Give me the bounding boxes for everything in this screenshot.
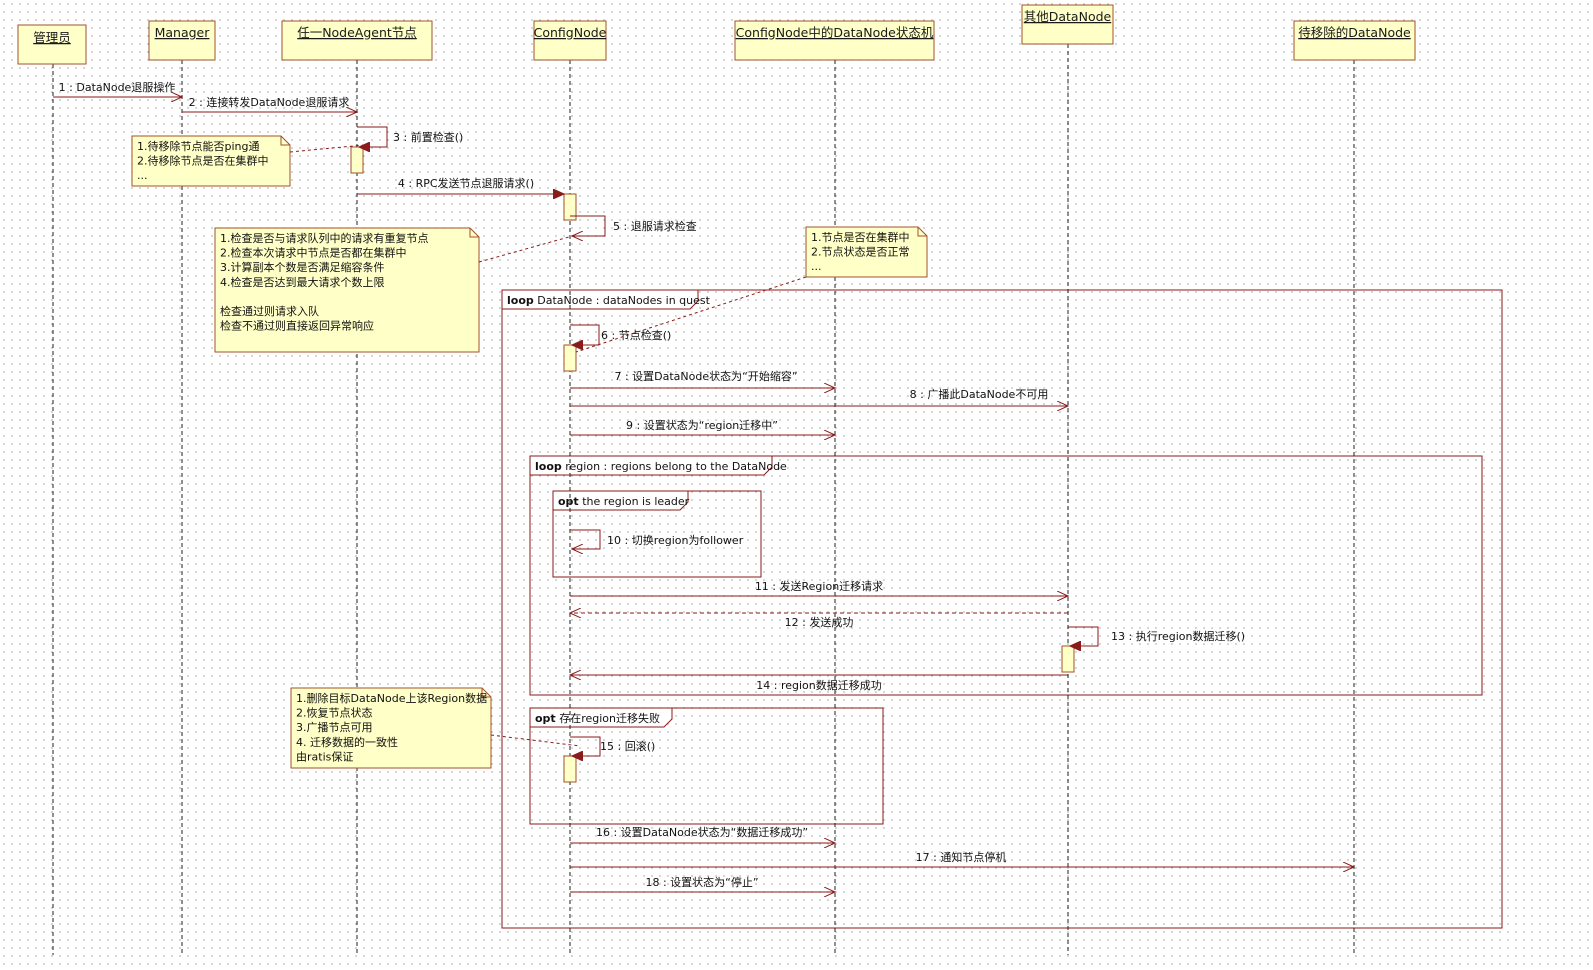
note-0-line-1: 2.待移除节点是否在集群中 [137,154,269,168]
message-6-arrow [570,324,600,345]
lifelines: 管理员 Manager 任一NodeAgent节点 ConfigNode ConfigN… [17,4,1416,955]
fragment-3-guard: 存在region迁移失败 [556,711,660,725]
fragment-3-label: opt 存在region迁移失败 [535,711,660,725]
note-3-line-0: 1.删除目标DataNode上该Region数据 [296,691,487,705]
note-3-fold [481,688,491,698]
lifeline-targetdn-label: 待移除的DataNode [1298,25,1411,40]
note-3-line-2: 3.广播节点可用 [296,720,373,734]
activation-bar-2 [563,344,577,372]
note-1-line-1: 2.检查本次请求中节点是否都在集群中 [220,246,407,260]
note-3-connector [490,734,581,747]
message-5-arrow [570,215,606,236]
message-17-label: 17 : 通知节点停机 [916,850,1007,864]
note-3-line-4: 由ratis保证 [296,749,353,763]
fragment-2-guard: the region is leader [579,495,690,508]
message-6-label: 6 : 节点检查() [601,328,671,342]
message-8-label: 8 : 广播此DataNode不可用 [910,387,1049,401]
message-13-arrow [1068,626,1099,646]
lifeline-otherdn-label: 其他DataNode [1024,9,1112,24]
lifeline-targetdn-box [1293,20,1416,61]
message-5-label: 5 : 退服请求检查 [613,219,697,233]
fragment-3-frame [529,707,884,825]
note-0-body [131,135,291,187]
fragment-1-frame [529,455,1483,696]
lifeline-manager-box [148,20,216,61]
fragment-2-tab [552,490,689,511]
message-18-label: 18 : 设置状态为“停止” [645,875,758,889]
note-1-connector [478,234,577,263]
fragment-2-label: opt the region is leader [558,495,690,508]
fragment-3-keyword: opt [535,712,556,725]
message-13-label: 13 : 执行region数据迁移() [1111,629,1245,643]
note-1-line-6: 检查不通过则直接返回异常响应 [220,319,374,333]
lifeline-admin-box [17,24,87,65]
message-12-label: 12 : 发送成功 [785,615,854,629]
lifeline-admin-label: 管理员 [33,30,71,45]
note-3-line-3: 4. 迁移数据的一致性 [296,735,398,749]
activation-bar-3 [1061,645,1075,673]
note-1-line-2: 3.计算副本个数是否满足缩容条件 [220,260,385,274]
message-7-label: 7 : 设置DataNode状态为“开始缩容” [614,369,797,383]
lifeline-confignode-label: ConfigNode [534,25,607,40]
fragment-3-tab [529,707,673,728]
fragment-0-frame [501,289,1503,929]
note-1-fold [469,228,479,238]
note-2-line-1: 2.节点状态是否正常 [811,245,910,259]
lifeline-manager-label: Manager [155,25,211,40]
note-1-line-3: 4.检查是否达到最大请求个数上限 [220,275,385,289]
message-9-label: 9 : 设置状态为“region迁移中” [626,418,778,432]
note-2-line-2: ... [811,260,822,273]
note-3-line-1: 2.恢复节点状态 [296,706,373,720]
lifeline-confignode-box [533,20,607,61]
lifeline-statemachine-label: ConfigNode中的DataNode状态机 [736,25,934,40]
message-10-arrow [570,529,601,549]
activation-bar-4 [563,755,577,783]
message-2-label: 2 : 连接转发DataNode退服请求 [189,95,350,109]
activation-bar-1 [563,193,577,221]
message-3-label: 3 : 前置检查() [393,130,463,144]
note-2-body [805,226,928,278]
fragment-0-keyword: loop [507,294,534,307]
message-15-arrow [570,736,601,756]
note-1-line-5: 检查通过则请求入队 [220,304,319,318]
messages: 1 : DataNode退服操作 2 : 连接转发DataNode退服请求 3 : … [53,80,1354,892]
note-0-connector [289,144,365,153]
note-0-line-2: ... [137,169,148,182]
message-11-label: 11 : 发送Region迁移请求 [755,579,883,593]
message-1-label: 1 : DataNode退服操作 [59,80,176,94]
lifeline-statemachine-box [734,20,935,61]
message-15-label: 15 : 回滚() [600,739,655,753]
message-3-arrow [357,126,388,147]
fragment-1-keyword: loop [535,460,562,473]
message-4-label: 4 : RPC发送节点退服请求() [398,176,534,190]
activation-bar-0 [350,146,364,174]
fragment-1-guard: region : regions belong to the DataNode [562,460,787,473]
lifeline-nodeagent-box [281,20,433,61]
fragment-0-tab [501,289,699,310]
note-1-body [214,227,480,353]
message-16-label: 16 : 设置DataNode状态为“数据迁移成功” [596,825,808,839]
fragment-2-keyword: opt [558,495,579,508]
note-1-line-0: 1.检查是否与请求队列中的请求有重复节点 [220,231,429,245]
note-0-line-0: 1.待移除节点能否ping通 [137,139,260,153]
note-3-body [290,687,492,769]
lifeline-nodeagent-label: 任一NodeAgent节点 [297,25,417,40]
note-2-fold [917,227,927,237]
message-14-label: 14 : region数据迁移成功 [756,678,882,692]
note-2-connector [575,276,807,353]
lifeline-otherdn-box [1021,4,1114,45]
fragment-0-guard: DataNode : dataNodes in quest [534,294,711,307]
note-2-line-0: 1.节点是否在集群中 [811,230,910,244]
activation-bars [350,146,1075,783]
fragment-1-label: loop region : regions belong to the Data… [535,460,787,473]
note-0-fold [280,136,290,146]
fragment-1-tab [529,455,773,476]
fragment-0-label: loop DataNode : dataNodes in quest [507,294,711,307]
message-10-label: 10 : 切换region为follower [607,533,744,547]
